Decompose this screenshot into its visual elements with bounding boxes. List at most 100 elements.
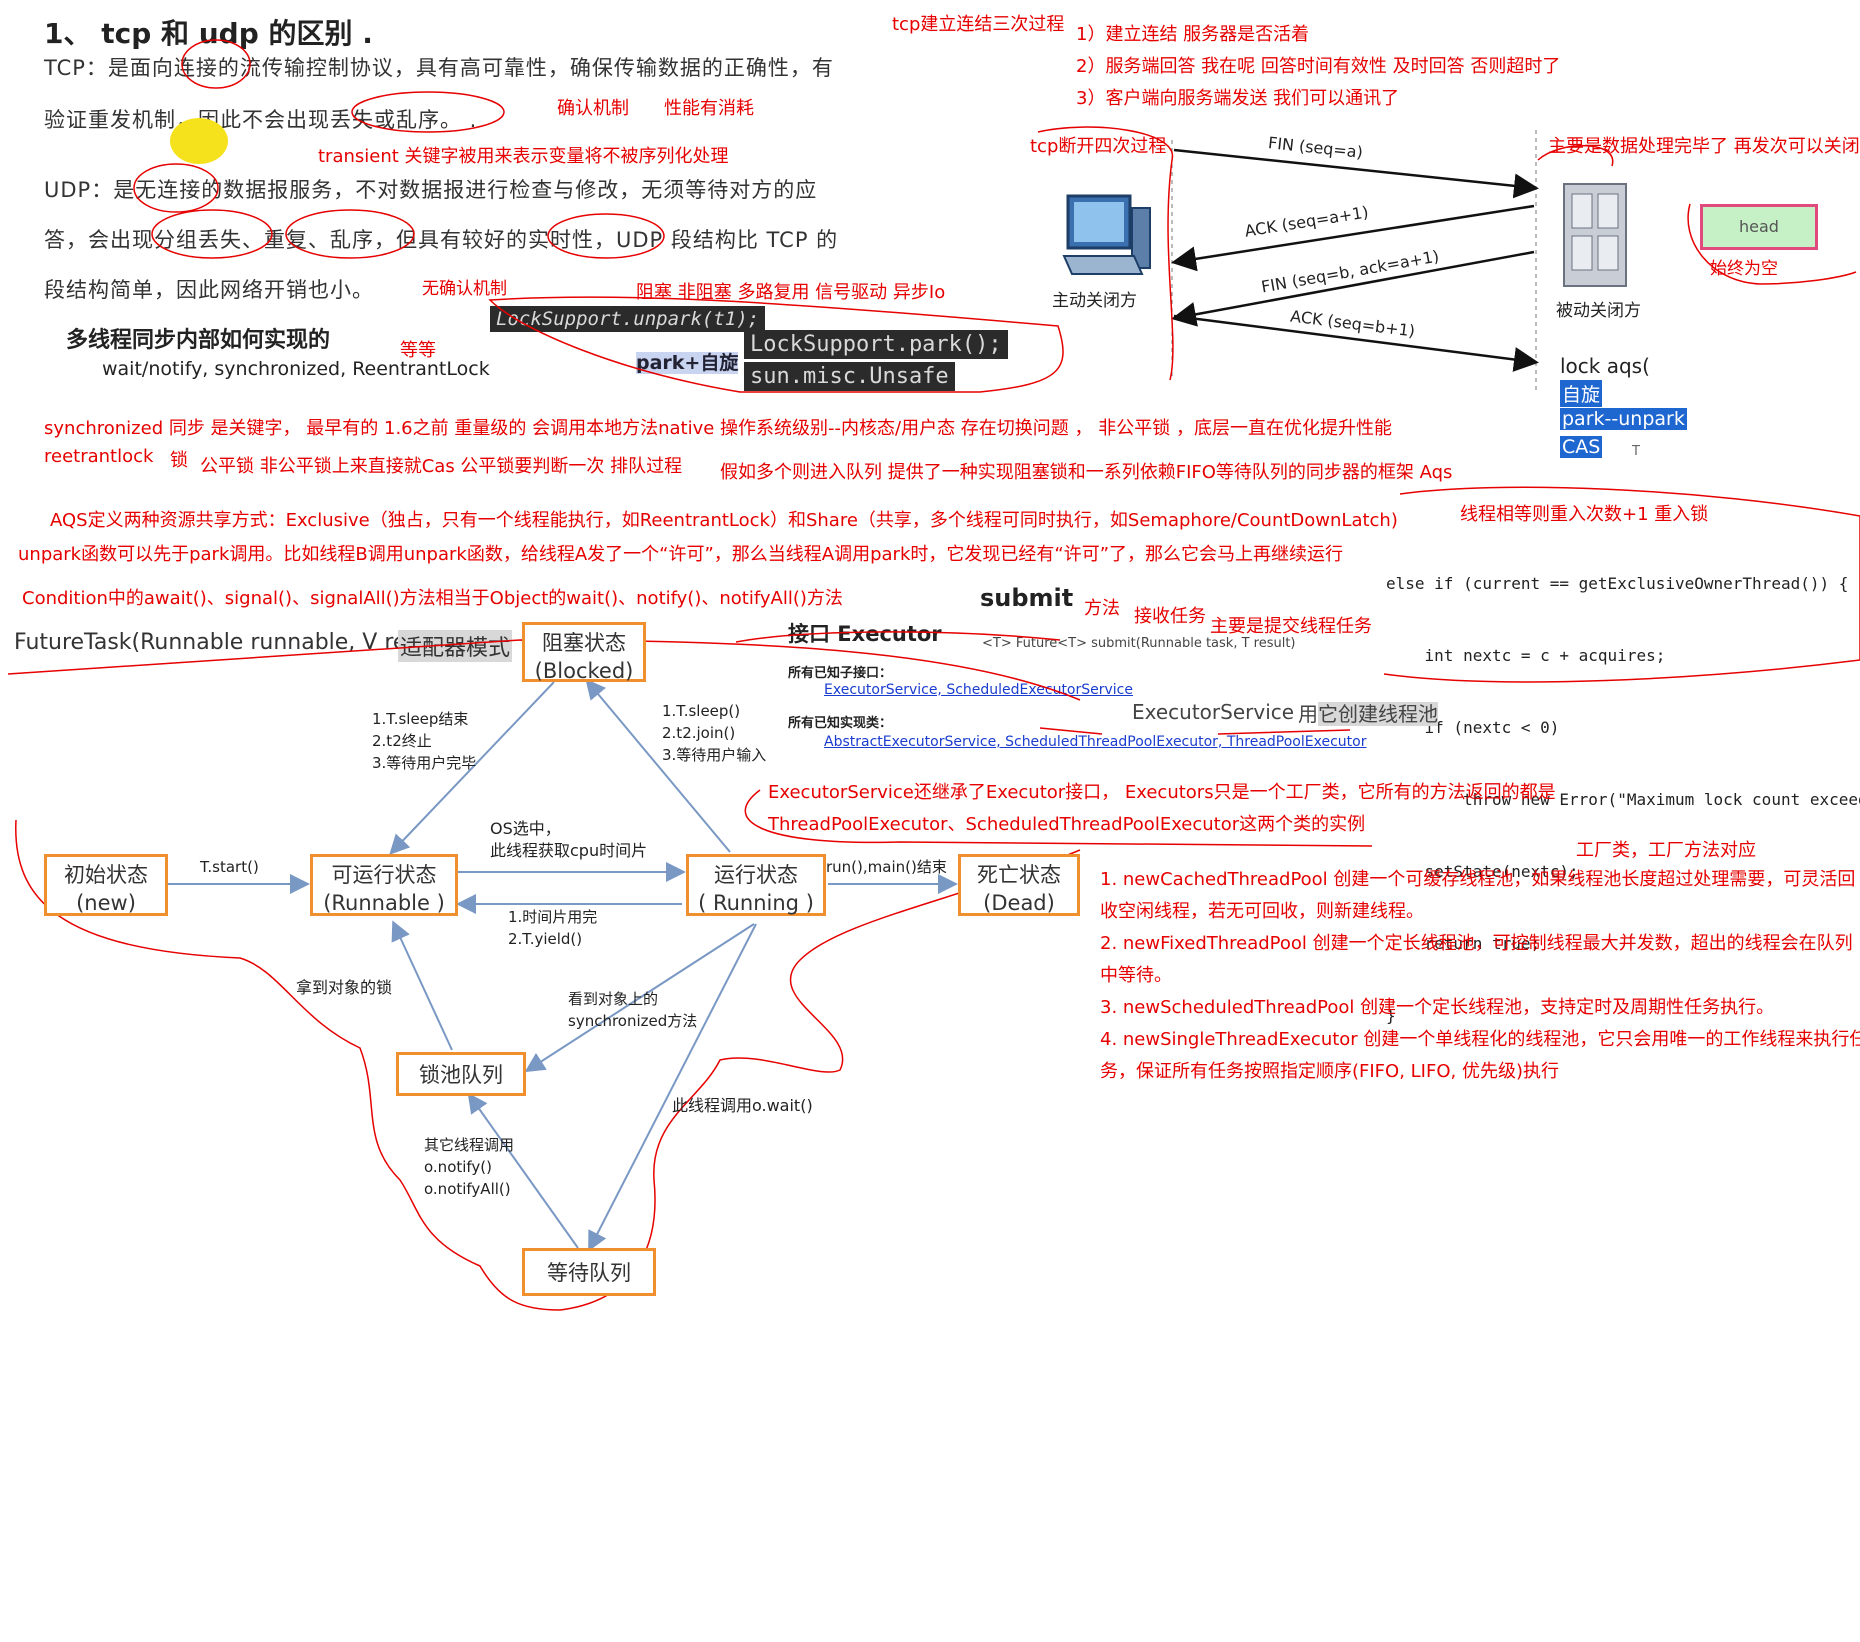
sync-etc: 等等 [400,340,436,361]
adapter-pattern: 适配器模式 [398,630,513,662]
state-dead-en: (Dead) [983,891,1055,915]
state-dead-cn: 死亡状态 [977,863,1061,887]
synchronized-note: synchronized 同步 是关键字， 最早有的 1.6之前 重量级的 会调… [44,418,1392,439]
arrow-running-waitqueue [588,923,757,1252]
sub-ifaces-link[interactable]: ExecutorService, ScheduledExecutorServic… [824,682,1133,698]
executors-note-2: ThreadPoolExecutor、ScheduledThreadPoolEx… [768,814,1366,835]
code-line: int nextc = c + acquires; [1386,646,1666,665]
label-blocked-enter: 1.T.sleep() 2.t2.join() 3.等待用户输入 [662,700,766,766]
reentrant-note: 公平锁 非公平锁上来直接就Cas 公平锁要判断一次 排队过程 [200,456,683,477]
note-transient: transient 关键字被用来表示变量将不被序列化处理 [318,146,729,167]
state-dead: 死亡状态 (Dead) [958,854,1080,916]
note-confirm: 确认机制 [557,98,629,119]
label-call-wait: 此线程调用o.wait() [672,1096,813,1115]
label-see-sync: 看到对象上的 synchronized方法 [568,988,697,1032]
udp-desc-line1: UDP：是无连接的数据报服务，不对数据报进行检查与修改，无须等待对方的应 [44,178,818,202]
handshake-step3: 3）客户端向服务端发送 我们可以通讯了 [1076,88,1400,109]
active-close-label: 主动关闭方 [1052,291,1137,311]
udp-desc-line2: 答，会出现分组丢失、重复、乱序，但具有较好的实时性，UDP 段结构比 TCP 的 [44,228,839,252]
state-lock-pool: 锁池队列 [396,1052,526,1096]
slice-done-line: 2.T.yield() [508,930,583,948]
impls-link[interactable]: AbstractExecutorService, ScheduledThread… [824,734,1367,750]
label-run-end: run(),main()结束 [826,858,947,876]
computer-icon [1062,192,1154,284]
aqs-item-spin: 自旋 [1560,380,1603,407]
pool-item: 2. newFixedThreadPool 创建一个定长线程池，可控制线程最大并… [1100,933,1853,954]
state-running-en: ( Running ) [698,891,814,915]
condition-note: Condition中的await()、signal()、signalAll()方… [22,588,843,609]
handshake-step2: 2）服务端回答 我在呢 回答时间有效性 及时回答 否则超时了 [1076,56,1561,77]
state-running-cn: 运行状态 [714,863,798,887]
handshake-title: tcp建立连结三次过程 [892,14,1065,35]
other-notify-line: o.notify() [424,1158,493,1176]
blocked-exit-line: 1.T.sleep结束 [372,710,469,728]
executor-service-label: ExecutorService [1132,700,1295,724]
factory-note: 工厂类，工厂方法对应 [1576,840,1756,861]
label-os-pick: OS选中， 此线程获取cpu时间片 [490,818,647,862]
blocked-exit-line: 3.等待用户完毕 [372,754,477,772]
label-slice-done: 1.时间片用完 2.T.yield() [508,906,597,950]
create-pool-note: 用它创建线程池 [1298,698,1438,727]
state-running: 运行状态 ( Running ) [686,854,826,916]
park-spin-label: park+自旋 [636,348,739,375]
see-sync-line: 看到对象上的 [568,990,659,1008]
pool-item: 1. newCachedThreadPool 创建一个可缓存线程池，如果线程池长… [1100,869,1856,890]
pool-item: 务，保证所有任务按照指定顺序(FIFO, LIFO, 优先级)执行 [1100,1061,1559,1082]
sync-heading: 多线程同步内部如何实现的 [66,328,331,353]
receive-task: 接收任务 [1134,606,1206,627]
fin1-arrow [1173,148,1539,199]
server-icon [1560,180,1630,290]
sync-subtitle: wait/notify, synchronized, ReentrantLock [102,358,490,380]
aqs-title: lock aqs( [1560,354,1650,378]
aqs-queue-note: 假如多个则进入队列 提供了一种实现阻塞锁和一系列依赖FIFO等待队列的同步器的框… [720,462,1453,483]
always-empty-note: 始终为空 [1710,259,1778,279]
code-line: setState(nextc); [1386,862,1579,881]
code-line: throw new Error("Maximum lock count exce… [1463,790,1860,809]
arrow-waitqueue-lockpool [467,1092,579,1249]
unpark-code: LockSupport.unpark(t1); [490,306,766,332]
method-word: 方法 [1084,598,1120,619]
label-t-start: T.start() [200,858,259,876]
known-sub-label: 所有已知子接口： [788,666,893,681]
blocked-enter-line: 3.等待用户输入 [662,746,767,764]
other-notify-line: o.notifyAll() [424,1180,511,1198]
state-runnable: 可运行状态 (Runnable ) [310,854,458,916]
unpark-first-note: unpark函数可以先于park调用。比如线程B调用unpark函数，给线程A发… [18,544,1344,565]
blocked-exit-line: 2.t2终止 [372,732,432,750]
state-blocked-cn: 阻塞状态 [542,631,626,655]
teardown-note: 主要是数据处理完毕了 再发次可以关闭 [1548,136,1860,157]
state-wait-queue: 等待队列 [522,1248,656,1296]
state-new-en: (new) [76,891,136,915]
reentry-code: else if (current == getExclusiveOwnerThr… [1386,524,1860,1052]
arrow-running-blocked [585,678,731,853]
handshake-step1: 1）建立连结 服务器是否活着 [1076,24,1310,45]
note-perf: 性能有消耗 [664,98,754,119]
pool-item: 中等待。 [1100,965,1172,986]
park-code: LockSupport.park(); [744,330,1008,359]
slice-done-line: 1.时间片用完 [508,908,598,926]
pool-item: 收空闲线程，若无可回收，则新建线程。 [1100,901,1424,922]
unsafe-code: sun.misc.Unsafe [744,362,955,391]
state-runnable-cn: 可运行状态 [331,863,437,887]
note-io-models: 阻塞 非阻塞 多路复用 信号驱动 异步Io [636,282,946,303]
passive-close-label: 被动关闭方 [1556,301,1641,321]
head-node: head [1700,204,1818,250]
create-pool-prefix: 用 [1298,702,1318,726]
aqs-t-mark: T [1632,444,1640,459]
arrow-running-lockpool [524,923,755,1073]
lock-word: 锁 [170,450,188,471]
reentrant-label: reetrantlock [44,446,154,467]
submit-purpose: 主要是提交线程任务 [1210,616,1372,637]
other-notify-line: 其它线程调用 [424,1136,515,1154]
futuretask-sig: FutureTask(Runnable runnable, V result) [14,630,456,655]
reentry-title: 线程相等则重入次数+1 重入锁 [1460,504,1709,525]
submit-signature: <T> Future<T> submit(Runnable task, T re… [982,636,1296,651]
fin2-arrow [1171,250,1535,327]
blocked-enter-line: 1.T.sleep() [662,702,741,720]
ack2-arrow [1173,314,1539,372]
state-new: 初始状态 (new) [44,854,168,916]
label-got-lock: 拿到对象的锁 [296,978,393,997]
state-runnable-en: (Runnable ) [323,891,445,915]
submit-word: submit [980,584,1074,612]
